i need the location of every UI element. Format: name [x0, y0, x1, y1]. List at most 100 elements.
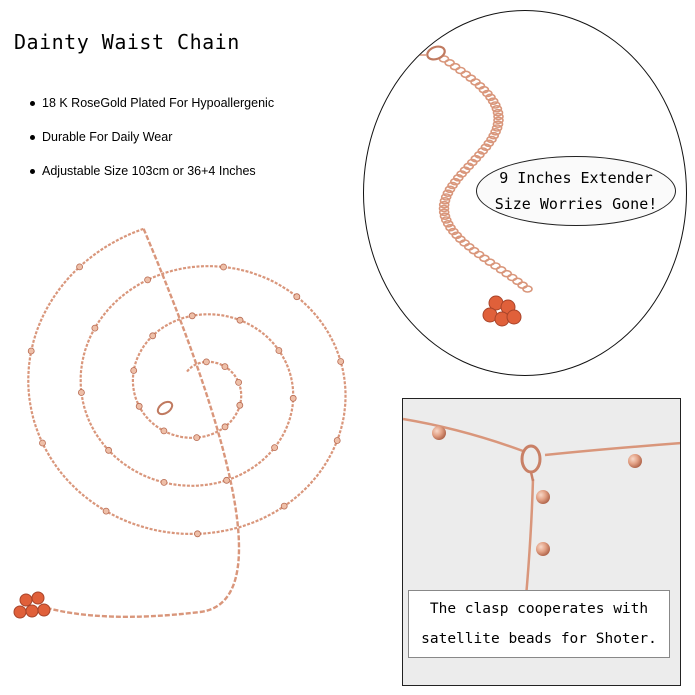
- satellite-bead: [160, 478, 168, 486]
- satellite-bead: [337, 358, 345, 365]
- extender-link: [482, 89, 493, 98]
- charm-bead: [19, 593, 33, 607]
- extender-link: [479, 254, 490, 263]
- satellite-bead: [536, 490, 550, 504]
- extender-link: [450, 177, 461, 186]
- satellite-bead: [130, 367, 138, 374]
- extender-link: [442, 220, 454, 228]
- extender-link: [439, 197, 451, 205]
- extender-link: [438, 208, 450, 217]
- extender-link: [491, 124, 503, 132]
- clasp-caption-line1: The clasp cooperates with: [429, 601, 649, 617]
- extender-link: [440, 193, 452, 201]
- extender-link: [483, 139, 495, 148]
- extender-chain: [438, 55, 533, 293]
- extender-link: [495, 265, 507, 274]
- extender-link: [453, 174, 464, 182]
- extender-link: [441, 216, 452, 224]
- spiral-chain: [27, 227, 347, 538]
- satellite-bead: [39, 439, 46, 447]
- feature-list: 18 K RoseGold Plated For Hypoallergenic …: [30, 86, 274, 188]
- feature-item: Adjustable Size 103cm or 36+4 Inches: [30, 154, 274, 188]
- extender-link: [459, 166, 471, 174]
- satellite-bead: [78, 389, 85, 396]
- satellite-bead: [235, 378, 243, 386]
- charm-cluster-icon: [482, 295, 522, 327]
- bullet-icon: [30, 168, 35, 174]
- satellite-bead: [289, 394, 297, 402]
- clasp-caption: The clasp cooperates with satellite bead…: [408, 590, 670, 658]
- satellite-bead: [220, 263, 227, 271]
- extender-link: [486, 135, 497, 144]
- extender-link: [487, 97, 499, 105]
- satellite-bead: [432, 426, 446, 440]
- extender-link: [456, 170, 467, 178]
- extender-link: [501, 269, 512, 278]
- feature-text: Durable For Daily Wear: [42, 130, 173, 144]
- lobster-clasp-icon: [384, 45, 446, 61]
- extender-link: [470, 154, 482, 163]
- extender-link: [455, 66, 466, 75]
- spiral-chain-line: [27, 227, 347, 535]
- lobster-clasp-icon: [156, 400, 174, 416]
- extender-link: [490, 128, 501, 136]
- charm-bead: [506, 309, 522, 325]
- extender-link: [444, 58, 455, 67]
- extender-link: [522, 285, 533, 293]
- extender-link: [493, 112, 504, 121]
- satellite-bead: [628, 454, 642, 468]
- extender-chain-image: [384, 45, 533, 327]
- extender-link: [468, 246, 480, 255]
- extender-link: [506, 273, 518, 282]
- satellite-bead: [144, 276, 152, 284]
- extender-link: [488, 131, 499, 140]
- satellite-bead: [223, 476, 231, 484]
- clasp-caption-line2: satellite beads for Shoter.: [421, 631, 657, 647]
- extender-link: [478, 85, 490, 94]
- extender-callout-line1: 9 Inches Extender: [499, 169, 653, 187]
- charm-bead: [37, 603, 51, 617]
- extender-link: [449, 62, 461, 71]
- extender-link: [480, 143, 492, 151]
- extender-link: [460, 70, 472, 79]
- bullet-icon: [30, 100, 35, 106]
- feature-item: 18 K RoseGold Plated For Hypoallergenic: [30, 86, 274, 120]
- satellite-bead: [202, 358, 210, 366]
- extender-link: [477, 147, 488, 155]
- satellite-bead: [194, 530, 201, 538]
- satellite-bead: [188, 312, 196, 320]
- satellite-bead: [160, 427, 168, 435]
- extender-chain-line: [39, 228, 241, 618]
- extender-link: [439, 212, 451, 220]
- satellite-bead: [221, 363, 229, 371]
- extender-link: [492, 108, 504, 117]
- satellite-bead: [333, 437, 341, 444]
- extender-link: [438, 204, 450, 213]
- satellite-bead: [105, 446, 112, 454]
- extender-link: [512, 277, 523, 286]
- feature-text: Adjustable Size 103cm or 36+4 Inches: [42, 164, 256, 178]
- extender-link: [493, 116, 504, 125]
- extender-link: [473, 250, 485, 259]
- satellite-bead: [102, 507, 110, 515]
- feature-text: 18 K RoseGold Plated For Hypoallergenic: [42, 96, 275, 110]
- charm-bead: [13, 605, 27, 619]
- satellite-bead: [236, 401, 244, 409]
- extender-link: [448, 227, 459, 236]
- satellite-bead: [76, 263, 83, 271]
- extender-link: [485, 93, 496, 102]
- satellite-bead: [536, 542, 550, 556]
- extender-link: [445, 223, 456, 232]
- satellite-bead: [280, 502, 288, 510]
- extender-link: [438, 200, 450, 209]
- chain-tail: [39, 228, 241, 618]
- lobster-clasp-icon: [520, 444, 542, 482]
- extender-link: [492, 120, 504, 128]
- satellite-bead: [149, 332, 157, 340]
- product-title: Dainty Waist Chain: [14, 30, 240, 54]
- extender-link: [484, 258, 496, 266]
- charm-cluster-icon: [13, 591, 51, 619]
- extender-link: [517, 281, 528, 290]
- extender-link: [490, 101, 501, 109]
